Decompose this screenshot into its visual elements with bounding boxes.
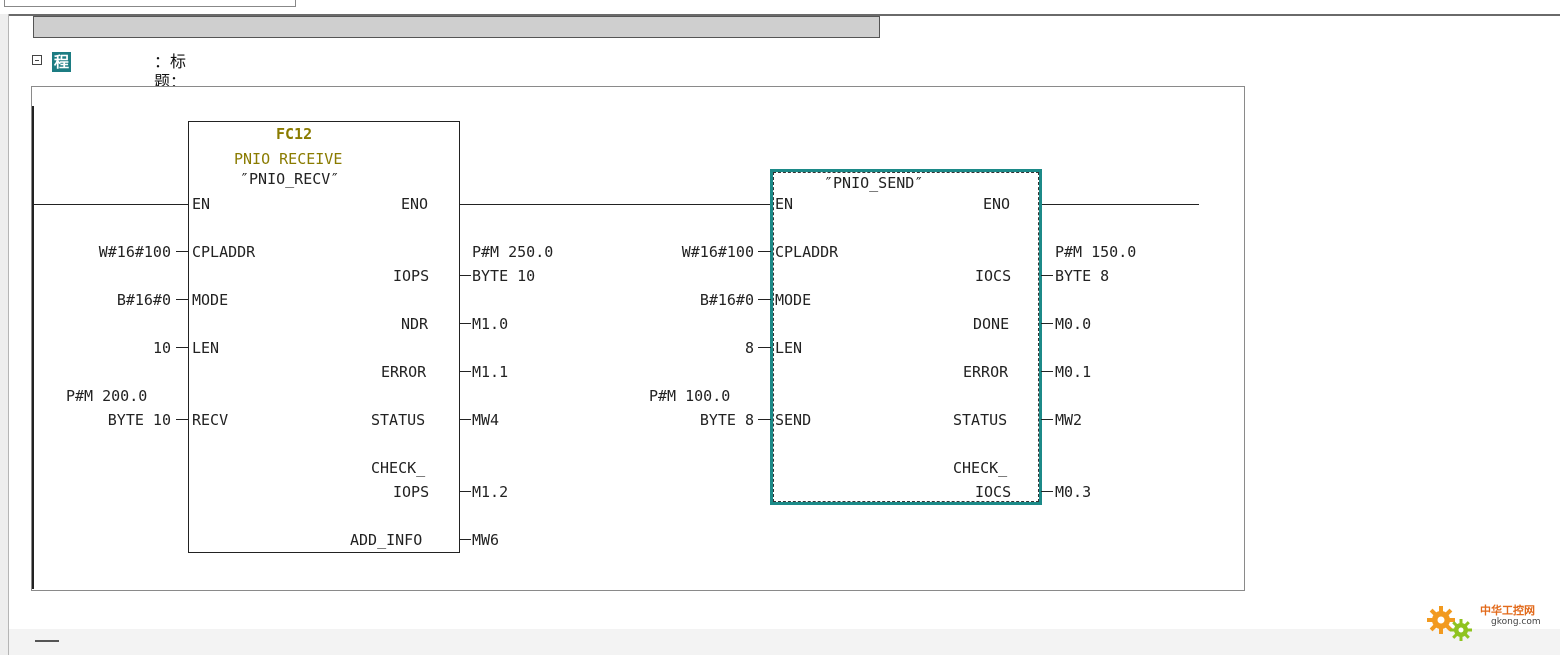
block2-input-cpladdr[interactable]: W#16#100 — [681, 243, 754, 261]
network-title[interactable]: 程序段 1 — [52, 52, 72, 131]
block1-pin-check-1: CHECK_ — [371, 459, 426, 477]
block1-recv-stub — [176, 419, 188, 420]
block2-pin-en: EN — [775, 195, 794, 213]
block1-output-error[interactable]: M1.1 — [472, 363, 509, 381]
block1-input-recv-2[interactable]: BYTE 10 — [107, 411, 171, 429]
collapse-dash-icon[interactable] — [35, 640, 59, 642]
block2-pin-cpladdr: CPLADDR — [775, 243, 839, 261]
block1-input-len[interactable]: 10 — [152, 339, 171, 357]
block2-output-iocs-2[interactable]: BYTE 8 — [1055, 267, 1110, 285]
block2-pin-mode: MODE — [775, 291, 812, 309]
block2-input-mode[interactable]: B#16#0 — [699, 291, 754, 309]
top-toolbar-strip — [0, 0, 1560, 16]
block1-output-iops-2[interactable]: BYTE 10 — [472, 267, 536, 285]
block1-output-status[interactable]: MW4 — [472, 411, 500, 429]
block1-pin-iops: IOPS — [393, 267, 430, 285]
block2-pin-eno: ENO — [983, 195, 1011, 213]
block1-output-ndr[interactable]: M1.0 — [472, 315, 509, 333]
block2-pin-len: LEN — [775, 339, 803, 357]
watermark: 中华工控网 gkong.com — [1425, 600, 1553, 644]
block1-pin-en: EN — [192, 195, 211, 213]
block1-check-stub — [459, 491, 471, 492]
block1-output-check[interactable]: M1.2 — [472, 483, 509, 501]
block2-len-stub — [758, 347, 771, 348]
block2-mode-stub — [758, 299, 771, 300]
block1-cpladdr-stub — [176, 251, 188, 252]
block2-pin-check-1: CHECK_ — [953, 459, 1008, 477]
block2-output-iocs-1[interactable]: P#M 150.0 — [1055, 243, 1137, 261]
eno-en-wire — [459, 204, 772, 205]
block2-cpladdr-stub — [758, 251, 771, 252]
left-edge — [0, 14, 9, 655]
block2-pin-check-2: IOCS — [975, 483, 1012, 501]
watermark-brand: 中华工控网 — [1480, 604, 1535, 617]
collapse-toggle-icon[interactable] — [32, 55, 42, 65]
gear-icon — [1427, 606, 1472, 641]
block2-input-send-1[interactable]: P#M 100.0 — [649, 387, 731, 405]
block1-pin-recv: RECV — [192, 411, 229, 429]
block1-pin-status: STATUS — [371, 411, 426, 429]
watermark-site: gkong.com — [1491, 617, 1541, 627]
block1-type-name: PNIO RECEIVE — [234, 150, 343, 168]
power-rail — [32, 106, 34, 589]
block1-output-iops-1[interactable]: P#M 250.0 — [472, 243, 554, 261]
block2-pin-send: SEND — [775, 411, 812, 429]
block1-addinfo-stub — [459, 539, 471, 540]
block2-check-stub — [1041, 491, 1053, 492]
block2-output-done[interactable]: M0.0 — [1055, 315, 1092, 333]
block1-output-add-info[interactable]: MW6 — [472, 531, 500, 549]
en-wire-1 — [34, 204, 189, 205]
block2-output-check[interactable]: M0.3 — [1055, 483, 1092, 501]
block1-pin-check-2: IOPS — [393, 483, 430, 501]
block2-pin-status: STATUS — [953, 411, 1008, 429]
block2-done-stub — [1041, 323, 1053, 324]
block1-pin-mode: MODE — [192, 291, 229, 309]
fc12-block[interactable] — [188, 121, 460, 553]
block1-input-cpladdr[interactable]: W#16#100 — [98, 243, 171, 261]
block1-error-stub — [459, 371, 471, 372]
block2-output-status[interactable]: MW2 — [1055, 411, 1083, 429]
block2-pin-iocs: IOCS — [975, 267, 1012, 285]
block2-send-stub — [758, 419, 771, 420]
block1-len-stub — [176, 347, 188, 348]
block2-output-error[interactable]: M0.1 — [1055, 363, 1092, 381]
block1-input-recv-1[interactable]: P#M 200.0 — [66, 387, 148, 405]
next-network-bar — [9, 629, 1560, 655]
block1-pin-eno: ENO — [401, 195, 429, 213]
block1-input-mode[interactable]: B#16#0 — [116, 291, 171, 309]
block2-error-stub — [1041, 371, 1053, 372]
block2-input-len[interactable]: 8 — [744, 339, 754, 357]
block1-pin-add-info: ADD_INFO — [350, 531, 423, 549]
block2-instance: ″PNIO_SEND″ — [824, 174, 924, 192]
block1-mode-stub — [176, 299, 188, 300]
block2-pin-done: DONE — [973, 315, 1010, 333]
top-field[interactable] — [4, 0, 296, 7]
block-comment-field[interactable] — [33, 16, 880, 38]
pnio-send-block[interactable] — [770, 169, 1042, 505]
block1-pin-len: LEN — [192, 339, 220, 357]
eno-wire-2 — [1041, 204, 1199, 205]
block2-pin-error: ERROR — [963, 363, 1009, 381]
block2-iocs-stub — [1041, 275, 1053, 276]
block1-status-stub — [459, 419, 471, 420]
block1-number: FC12 — [276, 125, 313, 143]
block1-pin-cpladdr: CPLADDR — [192, 243, 256, 261]
block2-status-stub — [1041, 419, 1053, 420]
block1-pin-ndr: NDR — [401, 315, 429, 333]
block2-input-send-2[interactable]: BYTE 8 — [699, 411, 754, 429]
block1-pin-error: ERROR — [381, 363, 427, 381]
block1-ndr-stub — [459, 323, 471, 324]
block1-iops-stub — [459, 275, 471, 276]
block1-instance: ″PNIO_RECV″ — [240, 170, 340, 188]
